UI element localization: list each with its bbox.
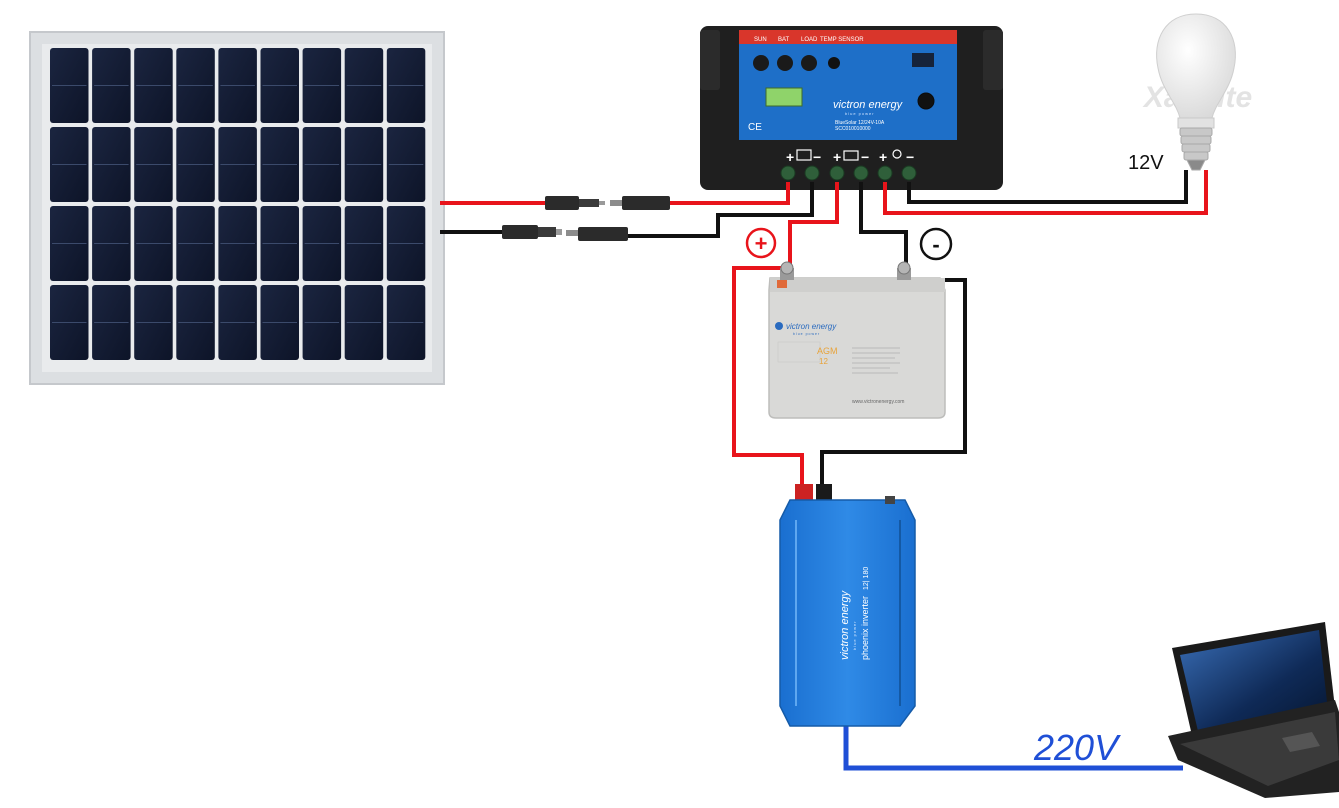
ce-mark: CE [748, 122, 762, 133]
led-load-icon [801, 55, 817, 71]
inverter-brand: victron energy [839, 589, 851, 660]
mc4-connector-negative-female [566, 227, 628, 241]
wire-pv-positive-b [670, 182, 790, 205]
negative-marker: - [919, 227, 953, 261]
mc4-connectors [502, 196, 670, 241]
controller-button-icon[interactable] [917, 92, 935, 110]
inverter-model: phoenix inverter [860, 596, 870, 660]
laptop-touchpad [1282, 732, 1320, 752]
battery-plus-sticker [777, 280, 787, 288]
battery-voltage: 12 [819, 357, 828, 366]
mc4-connector-positive-male [545, 196, 605, 210]
mc4-connector-positive-female [610, 196, 670, 210]
controller-faceplate [739, 30, 957, 140]
charge-controller: SUN BAT LOAD TEMP SENSOR victron energy … [700, 26, 1003, 190]
wire-load-negative [907, 170, 1188, 204]
negative-marker-label: - [932, 232, 939, 257]
bulb-voltage-label: 12V [1128, 152, 1164, 174]
led-bat-icon [777, 55, 793, 71]
status-label-sun: SUN [754, 37, 767, 43]
controller-status-strip [739, 30, 957, 44]
laptop [1168, 622, 1339, 798]
inverter: victron energy blue power phoenix invert… [779, 484, 916, 727]
wire-inverter-positive [732, 266, 804, 490]
battery-type: AGM [817, 346, 838, 356]
laptop-keyboard [1180, 712, 1339, 786]
battery-lid [770, 278, 945, 292]
positive-marker: + [745, 227, 777, 259]
solar-cell-grid [50, 48, 426, 360]
bulb-base-icon [1179, 127, 1213, 171]
battery-symbol-icon [843, 150, 859, 161]
wiring [440, 170, 1208, 771]
load-plus-label: + [879, 149, 887, 165]
wire-bat-positive [788, 182, 839, 268]
terminal-bat-plus[interactable] [829, 165, 845, 181]
bulb-symbol-icon [892, 149, 902, 159]
pv-panel-symbol-icon [796, 149, 812, 161]
solar-panel [29, 31, 445, 385]
controller-tagline: blue power [845, 111, 875, 116]
controller-display [912, 53, 934, 67]
led-sun-icon [753, 55, 769, 71]
wire-load-positive [883, 170, 1208, 215]
bat-plus-label: + [833, 149, 841, 165]
battery-website: www.victronenergy.com [852, 399, 904, 405]
battery-tagline: blue power [793, 332, 820, 336]
wire-bat-negative [859, 182, 908, 268]
wire-pv-negative-b [628, 182, 814, 238]
terminal-bat-minus[interactable] [853, 165, 869, 181]
inverter-terminal-positive[interactable] [795, 484, 813, 502]
status-label-bat: BAT [778, 37, 790, 43]
terminal-pv-minus[interactable] [804, 165, 820, 181]
load-minus-label: − [906, 149, 914, 165]
controller-brand: victron energy [833, 99, 904, 111]
inverter-body [779, 499, 916, 727]
ac-voltage-label: 220V [1033, 727, 1121, 768]
wire-inverter-negative [820, 278, 967, 490]
wire-ac-output [843, 724, 1183, 771]
pv-plus-label: + [786, 149, 794, 165]
battery: victron energy blue power AGM 12 www.vic… [768, 261, 946, 419]
light-bulb: XanLite 12V [1128, 13, 1252, 174]
battery-level-icon [765, 87, 803, 107]
inverter-tagline: blue power [852, 620, 857, 650]
bat-minus-label: − [861, 149, 869, 165]
terminal-pv-plus[interactable] [780, 165, 796, 181]
controller-model-line2: SCC010010000 [835, 126, 871, 132]
terminal-load-plus[interactable] [877, 165, 893, 181]
positive-marker-label: + [755, 231, 768, 256]
battery-brand: victron energy [786, 322, 837, 331]
inverter-rating: 12| 180 [863, 567, 870, 590]
pv-minus-label: − [813, 149, 821, 165]
battery-logo-icon [775, 322, 783, 330]
temp-sensor-port-icon [828, 57, 840, 69]
mc4-connector-negative-male [502, 225, 562, 239]
status-label-load: LOAD [801, 37, 818, 43]
terminal-load-minus[interactable] [901, 165, 917, 181]
controller-model: BlueSolar 12/24V-10A [835, 120, 885, 126]
status-label-temp-sensor: TEMP SENSOR [820, 37, 864, 43]
laptop-screen [1180, 630, 1327, 731]
inverter-terminal-negative[interactable] [816, 484, 832, 502]
